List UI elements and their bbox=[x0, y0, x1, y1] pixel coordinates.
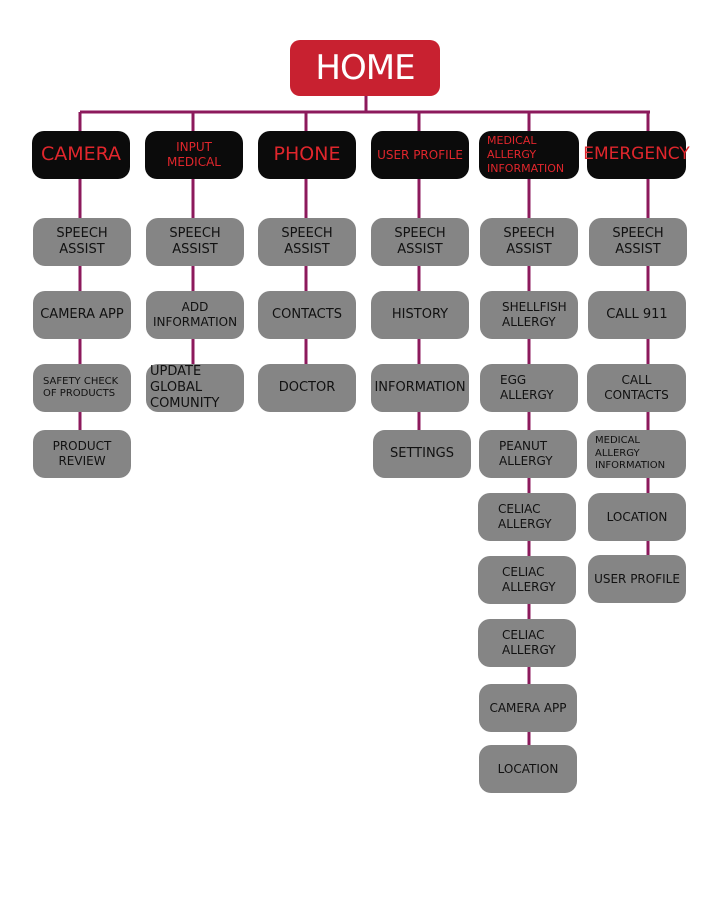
user-profile-item-speech-assist[interactable]: SPEECH ASSIST bbox=[371, 218, 469, 266]
header-medical-allergy-information[interactable]: MEDICAL ALLERGY INFORMATION bbox=[479, 131, 579, 179]
allergy-item-speech-assist[interactable]: SPEECH ASSIST bbox=[480, 218, 578, 266]
phone-item-speech-assist[interactable]: SPEECH ASSIST bbox=[258, 218, 356, 266]
allergy-item-camera-app[interactable]: CAMERA APP bbox=[479, 684, 577, 732]
input-medical-item-add-information[interactable]: ADD INFORMATION bbox=[146, 291, 244, 339]
user-profile-item-settings[interactable]: SETTINGS bbox=[373, 430, 471, 478]
header-emergency[interactable]: EMERGENCY bbox=[583, 131, 690, 179]
emergency-item-speech-assist[interactable]: SPEECH ASSIST bbox=[589, 218, 687, 266]
user-profile-item-information[interactable]: INFORMATION bbox=[371, 364, 469, 412]
header-camera[interactable]: CAMERA bbox=[32, 131, 130, 179]
camera-item-safety-check[interactable]: SAFETY CHECK OF PRODUCTS bbox=[33, 364, 131, 412]
allergy-item-celiac-3[interactable]: CELIAC ALLERGY bbox=[478, 619, 576, 667]
home-node[interactable]: HOME bbox=[290, 40, 440, 96]
user-profile-item-history[interactable]: HISTORY bbox=[371, 291, 469, 339]
input-medical-item-update-global-comunity[interactable]: UPDATE GLOBAL COMUNITY bbox=[146, 364, 244, 412]
allergy-item-shellfish[interactable]: SHELLFISH ALLERGY bbox=[480, 291, 578, 339]
emergency-item-location[interactable]: LOCATION bbox=[588, 493, 686, 541]
header-phone[interactable]: PHONE bbox=[258, 131, 356, 179]
allergy-item-celiac-2[interactable]: CELIAC ALLERGY bbox=[478, 556, 576, 604]
phone-item-contacts[interactable]: CONTACTS bbox=[258, 291, 356, 339]
emergency-item-call-911[interactable]: CALL 911 bbox=[588, 291, 686, 339]
header-user-profile[interactable]: USER PROFILE bbox=[371, 131, 469, 179]
emergency-item-call-contacts[interactable]: CALL CONTACTS bbox=[587, 364, 686, 412]
camera-item-speech-assist[interactable]: SPEECH ASSIST bbox=[33, 218, 131, 266]
header-input-medical[interactable]: INPUT MEDICAL bbox=[145, 131, 243, 179]
allergy-item-location[interactable]: LOCATION bbox=[479, 745, 577, 793]
allergy-item-peanut[interactable]: PEANUT ALLERGY bbox=[479, 430, 577, 478]
home-connector bbox=[80, 96, 650, 114]
phone-item-doctor[interactable]: DOCTOR bbox=[258, 364, 356, 412]
emergency-item-medical-allergy-information[interactable]: MEDICAL ALLERGY INFORMATION bbox=[587, 430, 686, 478]
camera-item-product-review[interactable]: PRODUCT REVIEW bbox=[33, 430, 131, 478]
emergency-item-user-profile[interactable]: USER PROFILE bbox=[588, 555, 686, 603]
input-medical-item-speech-assist[interactable]: SPEECH ASSIST bbox=[146, 218, 244, 266]
header-drops bbox=[78, 112, 650, 131]
allergy-item-egg[interactable]: EGG ALLERGY bbox=[480, 364, 578, 412]
camera-item-camera-app[interactable]: CAMERA APP bbox=[33, 291, 131, 339]
allergy-item-celiac-1[interactable]: CELIAC ALLERGY bbox=[478, 493, 576, 541]
